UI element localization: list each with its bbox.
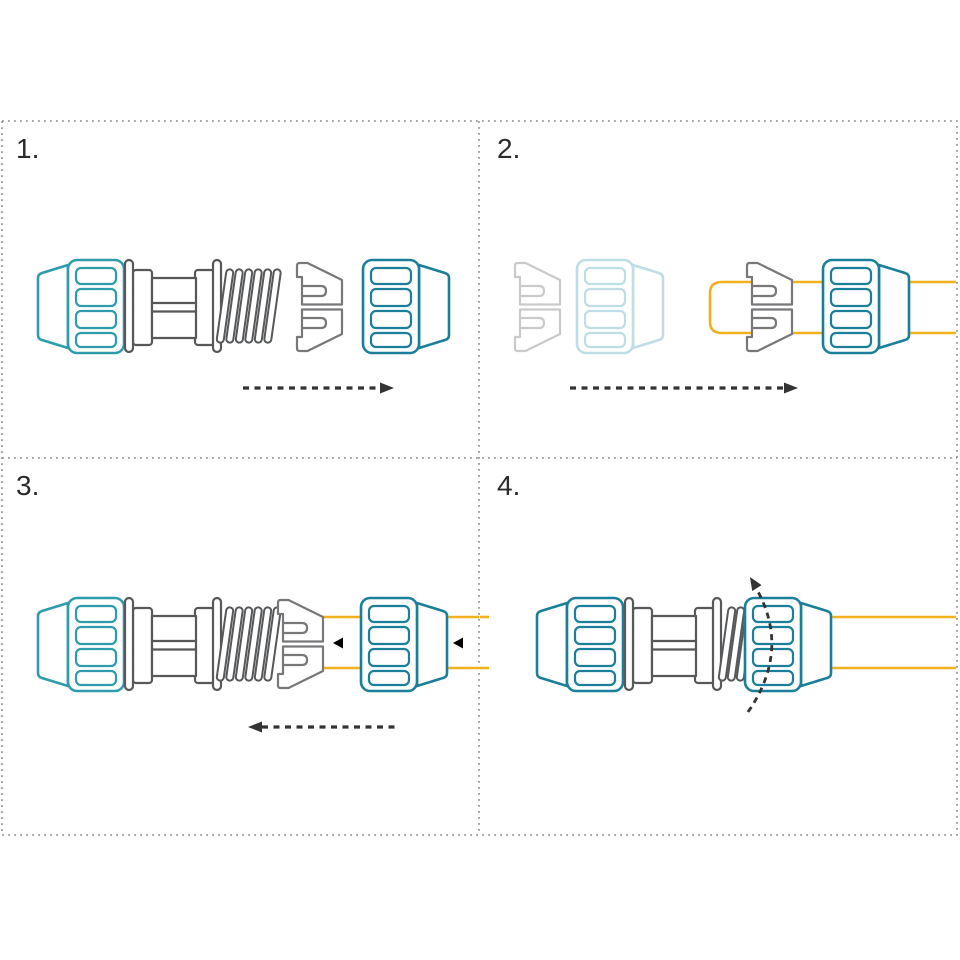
panel-4-label: 4.	[497, 470, 520, 501]
panel-1-label: 1.	[16, 133, 39, 164]
panel-2-label: 2.	[497, 133, 520, 164]
push-arrow-left-icon	[453, 637, 474, 649]
panel-2: 2.	[497, 133, 956, 394]
panel-3-label: 3.	[16, 470, 39, 501]
compression-nut-left	[535, 596, 625, 693]
coupling-body	[36, 596, 283, 693]
compression-nut-left	[36, 258, 126, 355]
panel-grid-border	[1, 120, 958, 836]
clamp-ring-seated	[276, 598, 325, 690]
compression-nut-right	[743, 596, 833, 693]
rotate-arrow-icon	[746, 577, 774, 713]
clamp-ring-ghost	[513, 261, 562, 353]
pipe-right	[820, 615, 956, 670]
panel-4: 4.	[480, 470, 956, 713]
clamp-ring-on-pipe	[745, 261, 794, 353]
arrow-left-dashed-icon	[248, 721, 400, 733]
thread-section	[215, 267, 283, 345]
compression-nut-left	[36, 596, 126, 693]
compression-nut-on-pipe	[821, 258, 911, 355]
push-arrow-left-icon	[333, 637, 354, 649]
arrow-right-dashed-icon	[243, 382, 394, 394]
clamp-ring	[295, 261, 344, 353]
coupling-core-body	[623, 596, 723, 692]
pipe-left-stub	[480, 615, 489, 670]
thread-section	[215, 605, 283, 683]
panel-3: 3.	[16, 470, 479, 733]
coupling-core-body	[123, 596, 223, 692]
compression-nut-right	[361, 258, 451, 355]
coupling-core-body	[123, 258, 223, 354]
arrow-right-dashed-icon	[570, 382, 798, 394]
panel-1: 1.	[16, 133, 451, 394]
pipe	[708, 280, 956, 335]
coupling-body	[36, 258, 283, 355]
compression-nut-on-pipe	[359, 596, 449, 693]
compression-nut-ghost	[575, 258, 665, 355]
assembled-coupling	[535, 596, 833, 693]
